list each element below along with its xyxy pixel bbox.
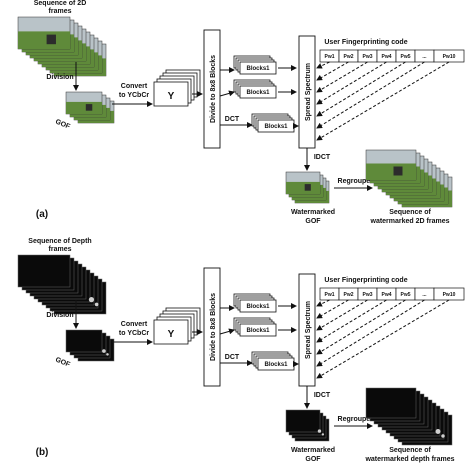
y-label: Y: [168, 91, 175, 102]
fingerprint-dashed-arrow: [316, 61, 425, 129]
watermarked-gof-stack: [285, 409, 330, 442]
block-label: Blocks1: [246, 304, 270, 310]
watermarked-label: Watermarked: [291, 209, 335, 216]
result-label-line2: watermarked depth frames: [364, 456, 454, 463]
fingerprint-cell-label: ...: [422, 292, 427, 298]
divide-box: [203, 29, 221, 149]
fingerprint-cell-label: Pw4: [381, 292, 391, 298]
convert-label: Convert: [121, 321, 148, 328]
blocks-stack-3: Blocks1: [251, 113, 295, 133]
fingerprint-cell-label: Pw10: [443, 54, 456, 60]
blocks-stack-3: Blocks1: [251, 351, 295, 371]
source-label-line2: frames: [49, 246, 72, 253]
watermarked-gof-stack: [285, 171, 330, 204]
blocks-stack-1: Blocks1: [233, 293, 277, 313]
divide-box: [203, 267, 221, 387]
regrouped-label: Regrouped: [338, 178, 375, 185]
fingerprint-cell-label: Pw5: [400, 292, 410, 298]
source-frame-stack: [17, 16, 107, 77]
watermarked-label: Watermarked: [291, 447, 335, 454]
convert-label: Convert: [121, 83, 148, 90]
division-label: Division: [46, 312, 73, 319]
blocks-stack-2: Blocks1: [233, 79, 277, 99]
blocks-stack-2: Blocks1: [233, 317, 277, 337]
fingerprint-dashed-arrow: [316, 61, 330, 69]
fingerprint-dashed-arrow: [316, 299, 450, 379]
fingerprint-cell-label: Pw10: [443, 292, 456, 298]
dct-label: DCT: [225, 116, 240, 123]
gof-label: GOF: [54, 119, 71, 131]
gof-frame-stack: [65, 91, 115, 124]
result-label: Sequence of: [389, 447, 431, 454]
blocks-stack-1: Blocks1: [233, 55, 277, 75]
fingerprint-cell-label: Pw1: [324, 54, 334, 60]
to-blocks2-arrow: [219, 328, 235, 335]
division-label: Division: [46, 74, 73, 81]
fingerprint-dashed-arrow: [316, 299, 406, 355]
watermarked-label-line2: GOF: [305, 456, 321, 463]
fingerprint-cell-label: Pw2: [343, 292, 353, 298]
fingerprint-dashed-arrow: [316, 299, 330, 307]
fingerprint-dashed-arrow: [316, 61, 368, 93]
result-frame-stack: [365, 149, 453, 208]
spread-label: Spread Spectrum: [305, 301, 312, 359]
fingerprint-cell-label: Pw3: [362, 54, 372, 60]
fingerprint-dashed-arrow: [316, 299, 425, 367]
y-label: Y: [168, 329, 175, 340]
result-label-line2: watermarked 2D frames: [370, 218, 450, 225]
block-label: Blocks1: [264, 362, 288, 368]
to-blocks2-arrow: [219, 90, 235, 97]
result-frame-stack: [365, 387, 453, 446]
panel-label: (a): [36, 209, 48, 220]
fingerprint-dashed-arrow: [316, 299, 387, 343]
block-label: Blocks1: [246, 66, 270, 72]
fingerprint-dashed-arrow: [316, 61, 450, 141]
y-stack-layer: [153, 319, 189, 345]
fingerprint-title: User Fingerprinting code: [324, 277, 407, 284]
fingerprint-cell-label: ...: [422, 54, 427, 60]
fingerprint-dashed-arrow: [316, 61, 349, 81]
convert-label-line2: to YCbCr: [119, 330, 149, 337]
divide-label: Divide to 8x8 Blocks: [210, 55, 217, 123]
result-label: Sequence of: [389, 209, 431, 216]
idct-label: IDCT: [314, 154, 331, 161]
fingerprint-cell-label: Pw1: [324, 292, 334, 298]
panel-label: (b): [36, 447, 49, 458]
gof-frame-stack: [65, 329, 115, 362]
fingerprint-cell-label: Pw2: [343, 54, 353, 60]
y-stack-layer: [153, 81, 189, 107]
fingerprint-dashed-arrow: [316, 61, 406, 117]
convert-label-line2: to YCbCr: [119, 92, 149, 99]
block-label: Blocks1: [264, 124, 288, 130]
source-label: Sequence of Depth: [28, 238, 91, 245]
fingerprint-cell-label: Pw5: [400, 54, 410, 60]
fingerprint-dashed-arrow: [316, 61, 387, 105]
regrouped-label: Regrouped: [338, 416, 375, 423]
fingerprint-dashed-arrow: [316, 299, 368, 331]
source-label-line2: frames: [49, 8, 72, 15]
block-label: Blocks1: [246, 328, 270, 334]
gof-label: GOF: [54, 357, 71, 369]
watermarked-label-line2: GOF: [305, 218, 321, 225]
idct-label: IDCT: [314, 392, 331, 399]
source-frame-stack: [17, 254, 107, 315]
fingerprint-dashed-arrow: [316, 299, 349, 319]
spread-label: Spread Spectrum: [305, 63, 312, 121]
fingerprint-cell-label: Pw4: [381, 54, 391, 60]
dct-label: DCT: [225, 354, 240, 361]
divide-label: Divide to 8x8 Blocks: [210, 293, 217, 361]
fingerprint-title: User Fingerprinting code: [324, 39, 407, 46]
block-label: Blocks1: [246, 90, 270, 96]
fingerprint-cell-label: Pw3: [362, 292, 372, 298]
source-label: Sequence of 2D: [34, 0, 87, 7]
